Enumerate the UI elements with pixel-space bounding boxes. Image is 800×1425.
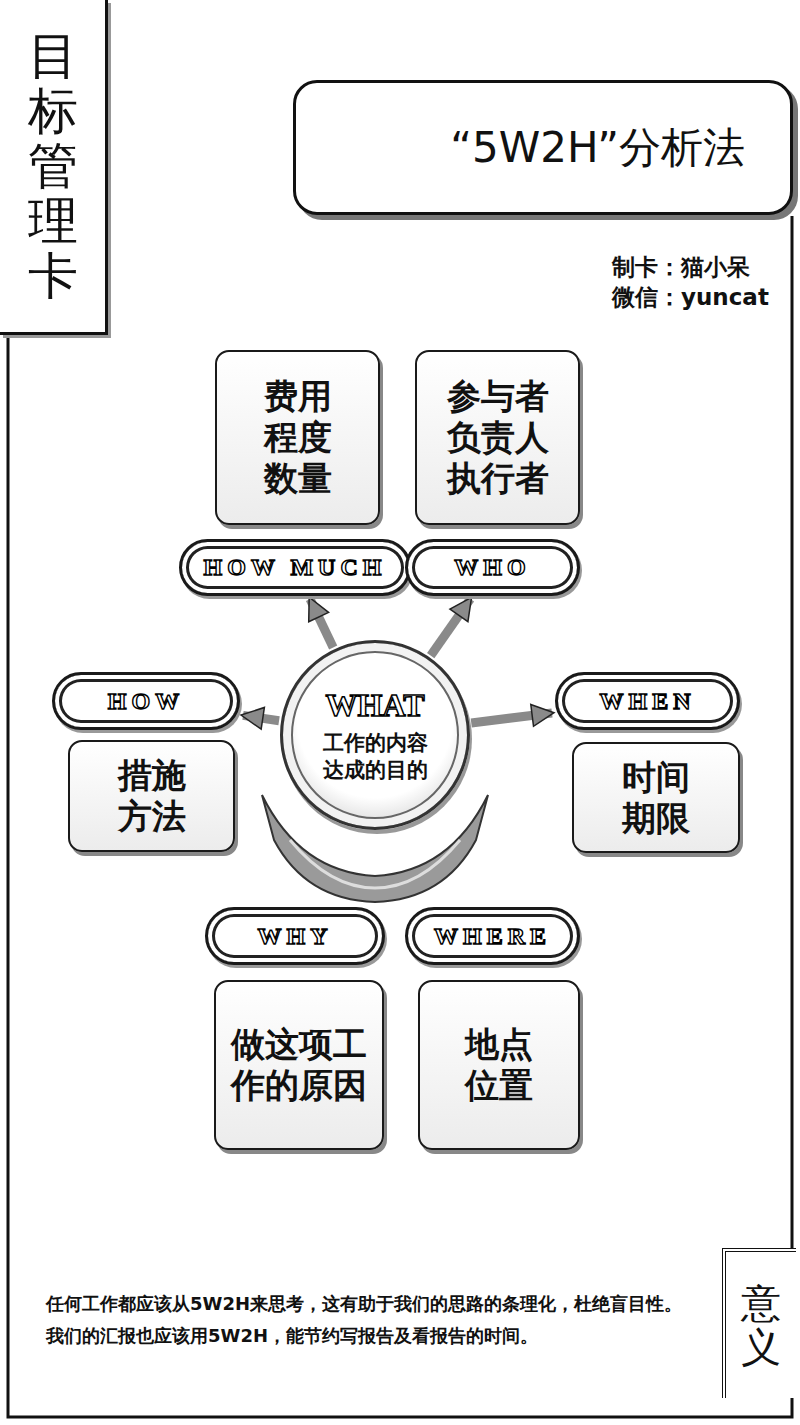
arrow-connector: [310, 599, 333, 647]
banner-highlight: [290, 840, 460, 888]
detail-box: 措施 方法: [68, 740, 235, 852]
question-pill: WHERE: [405, 907, 580, 965]
meaning-box: 意义: [722, 1248, 796, 1398]
node-text: WHERE: [434, 923, 551, 950]
node-text: 时间 期限: [622, 757, 690, 839]
card-frame: [8, 216, 792, 1417]
note-text: 我们的汇报也应该用5W2H，能节约写报告及看报告的时间。: [46, 1324, 538, 1348]
arrow-connector: [471, 713, 552, 723]
node-text: HOW: [108, 688, 184, 715]
node-text: WHEN: [599, 688, 695, 715]
credit-text: 制卡：猫小呆: [612, 252, 750, 283]
node-text: WHO: [454, 554, 530, 581]
detail-box: 地点 位置: [418, 980, 580, 1150]
question-pill: HOW MUCH: [179, 539, 412, 596]
question-pill: WHY: [205, 907, 385, 965]
question-pill: HOW: [52, 672, 240, 730]
detail-box: 时间 期限: [572, 742, 740, 854]
node-text: HOW MUCH: [204, 554, 387, 581]
node-text: 目标管理卡: [28, 29, 78, 304]
node-text: 费用 程度 数量: [264, 376, 332, 498]
title-text: “5W2H”分析法: [450, 120, 745, 176]
node-text: 地点 位置: [465, 1024, 533, 1106]
card-label: 目标管理卡: [0, 0, 108, 335]
node-text: WHAT: [326, 687, 425, 724]
node-text: 做这项工 作的原因: [231, 1024, 367, 1106]
title-box: “5W2H”分析法: [293, 80, 793, 215]
node-text: 参与者 负责人 执行者: [447, 376, 549, 498]
node-text: 措施 方法: [118, 755, 186, 837]
center-circle: WHAT 工作的内容 达成的目的: [280, 640, 470, 830]
credit-text: 微信：yuncat: [612, 282, 769, 313]
detail-box: 费用 程度 数量: [215, 350, 380, 525]
arrow-connector: [243, 715, 279, 720]
arrow-connector: [431, 599, 471, 656]
node-text: WHY: [258, 923, 333, 950]
detail-box: 做这项工 作的原因: [214, 980, 384, 1150]
note-text: 任何工作都应该从5W2H来思考，这有助于我们的思路的条理化，杜绝盲目性。: [46, 1292, 682, 1316]
detail-box: 参与者 负责人 执行者: [415, 350, 580, 525]
question-pill: WHEN: [555, 672, 740, 730]
node-body-text: 工作的内容 达成的目的: [323, 730, 428, 783]
node-text: 意义: [741, 1281, 781, 1369]
question-pill: WHO: [405, 539, 580, 596]
